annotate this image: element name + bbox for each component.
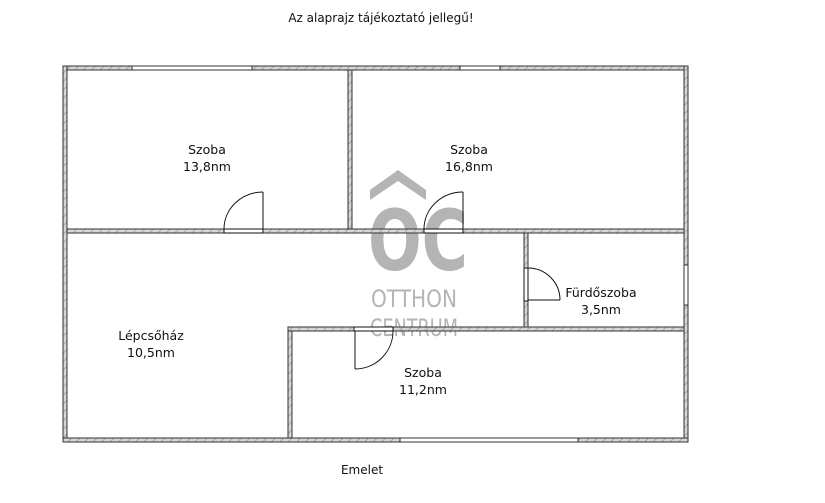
door-opening — [223, 228, 264, 234]
watermark-line1: OTTHON — [371, 285, 457, 313]
window — [131, 65, 253, 71]
disclaimer-note: Az alaprajz tájékoztató jellegű! — [288, 11, 474, 25]
wall-inner-5 — [287, 330, 293, 439]
room-area: 16,8nm — [445, 159, 493, 174]
watermark-logo: OC OTTHON CENTRUM — [368, 170, 468, 342]
roof-icon — [370, 170, 426, 200]
door-swing — [223, 191, 264, 230]
room-label-lepcsohaz: Lépcsőház 10,5nm — [118, 327, 184, 361]
room-label-szoba-2: Szoba 16,8nm — [445, 141, 493, 175]
door-opening — [353, 326, 394, 332]
room-name: Szoba — [188, 142, 226, 157]
window — [399, 437, 579, 443]
wall-inner-1 — [347, 69, 353, 231]
room-label-furdoszoba: Fürdőszoba 3,5nm — [565, 284, 636, 318]
door-swing — [423, 191, 464, 230]
walls — [62, 65, 689, 443]
room-label-szoba-3: Szoba 11,2nm — [399, 364, 447, 398]
room-name: Fürdőszoba — [565, 285, 637, 300]
room-name: Szoba — [450, 142, 488, 157]
room-name: Lépcsőház — [118, 328, 184, 343]
windows — [131, 65, 689, 443]
room-name: Szoba — [404, 365, 442, 380]
door-swing — [354, 330, 394, 370]
wall-left — [62, 65, 68, 443]
door-swing — [527, 267, 561, 301]
wall-inner-4 — [287, 326, 685, 332]
wall-bottom — [62, 437, 689, 443]
room-area: 10,5nm — [127, 345, 175, 360]
room-area: 13,8nm — [183, 159, 231, 174]
window — [683, 264, 689, 306]
wall-right — [683, 65, 689, 443]
room-area: 3,5nm — [581, 302, 621, 317]
wall-inner-2 — [66, 228, 685, 234]
room-area: 11,2nm — [399, 382, 447, 397]
doors — [223, 191, 561, 370]
door-opening — [523, 267, 529, 302]
door-opening — [423, 228, 464, 234]
floor-label: Emelet — [340, 463, 384, 477]
window — [459, 65, 501, 71]
room-label-szoba-1: Szoba 13,8nm — [183, 141, 231, 175]
watermark-mark: OC — [368, 192, 468, 290]
